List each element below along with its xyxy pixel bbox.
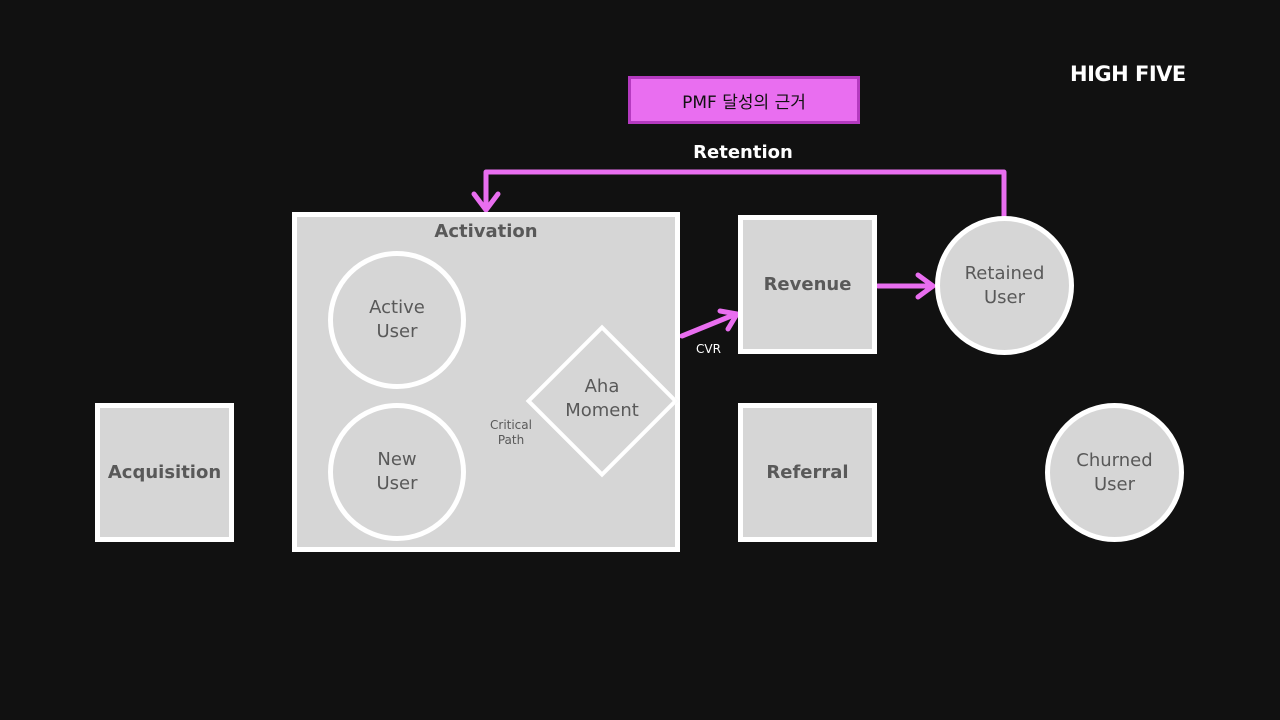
referral-node: Referral xyxy=(738,403,877,542)
cvr-label: CVR xyxy=(696,342,721,356)
aha-moment-label: Aha Moment xyxy=(565,376,639,421)
active-user-node: Active User xyxy=(328,251,466,389)
acquisition-node: Acquisition xyxy=(95,403,234,542)
cvr-arrowhead xyxy=(717,308,740,332)
cvr-arrow xyxy=(679,311,739,339)
retention-arrowhead xyxy=(471,191,501,213)
churned-user-node: Churned User xyxy=(1045,403,1184,542)
retained-user-node: Retained User xyxy=(935,216,1074,355)
retention-arrow xyxy=(483,169,1007,219)
new-user-node: New User xyxy=(328,403,466,541)
critical-path-label: Critical Path xyxy=(490,418,532,447)
title-badge: PMF 달성의 근거 xyxy=(628,76,860,124)
retention-label: Retention xyxy=(693,142,793,163)
brand-logo: HIGH FIVE xyxy=(1070,62,1186,86)
revenue-node: Revenue xyxy=(738,215,877,354)
activation-title: Activation xyxy=(434,221,538,242)
revenue-to-retained-arrowhead xyxy=(915,272,936,300)
